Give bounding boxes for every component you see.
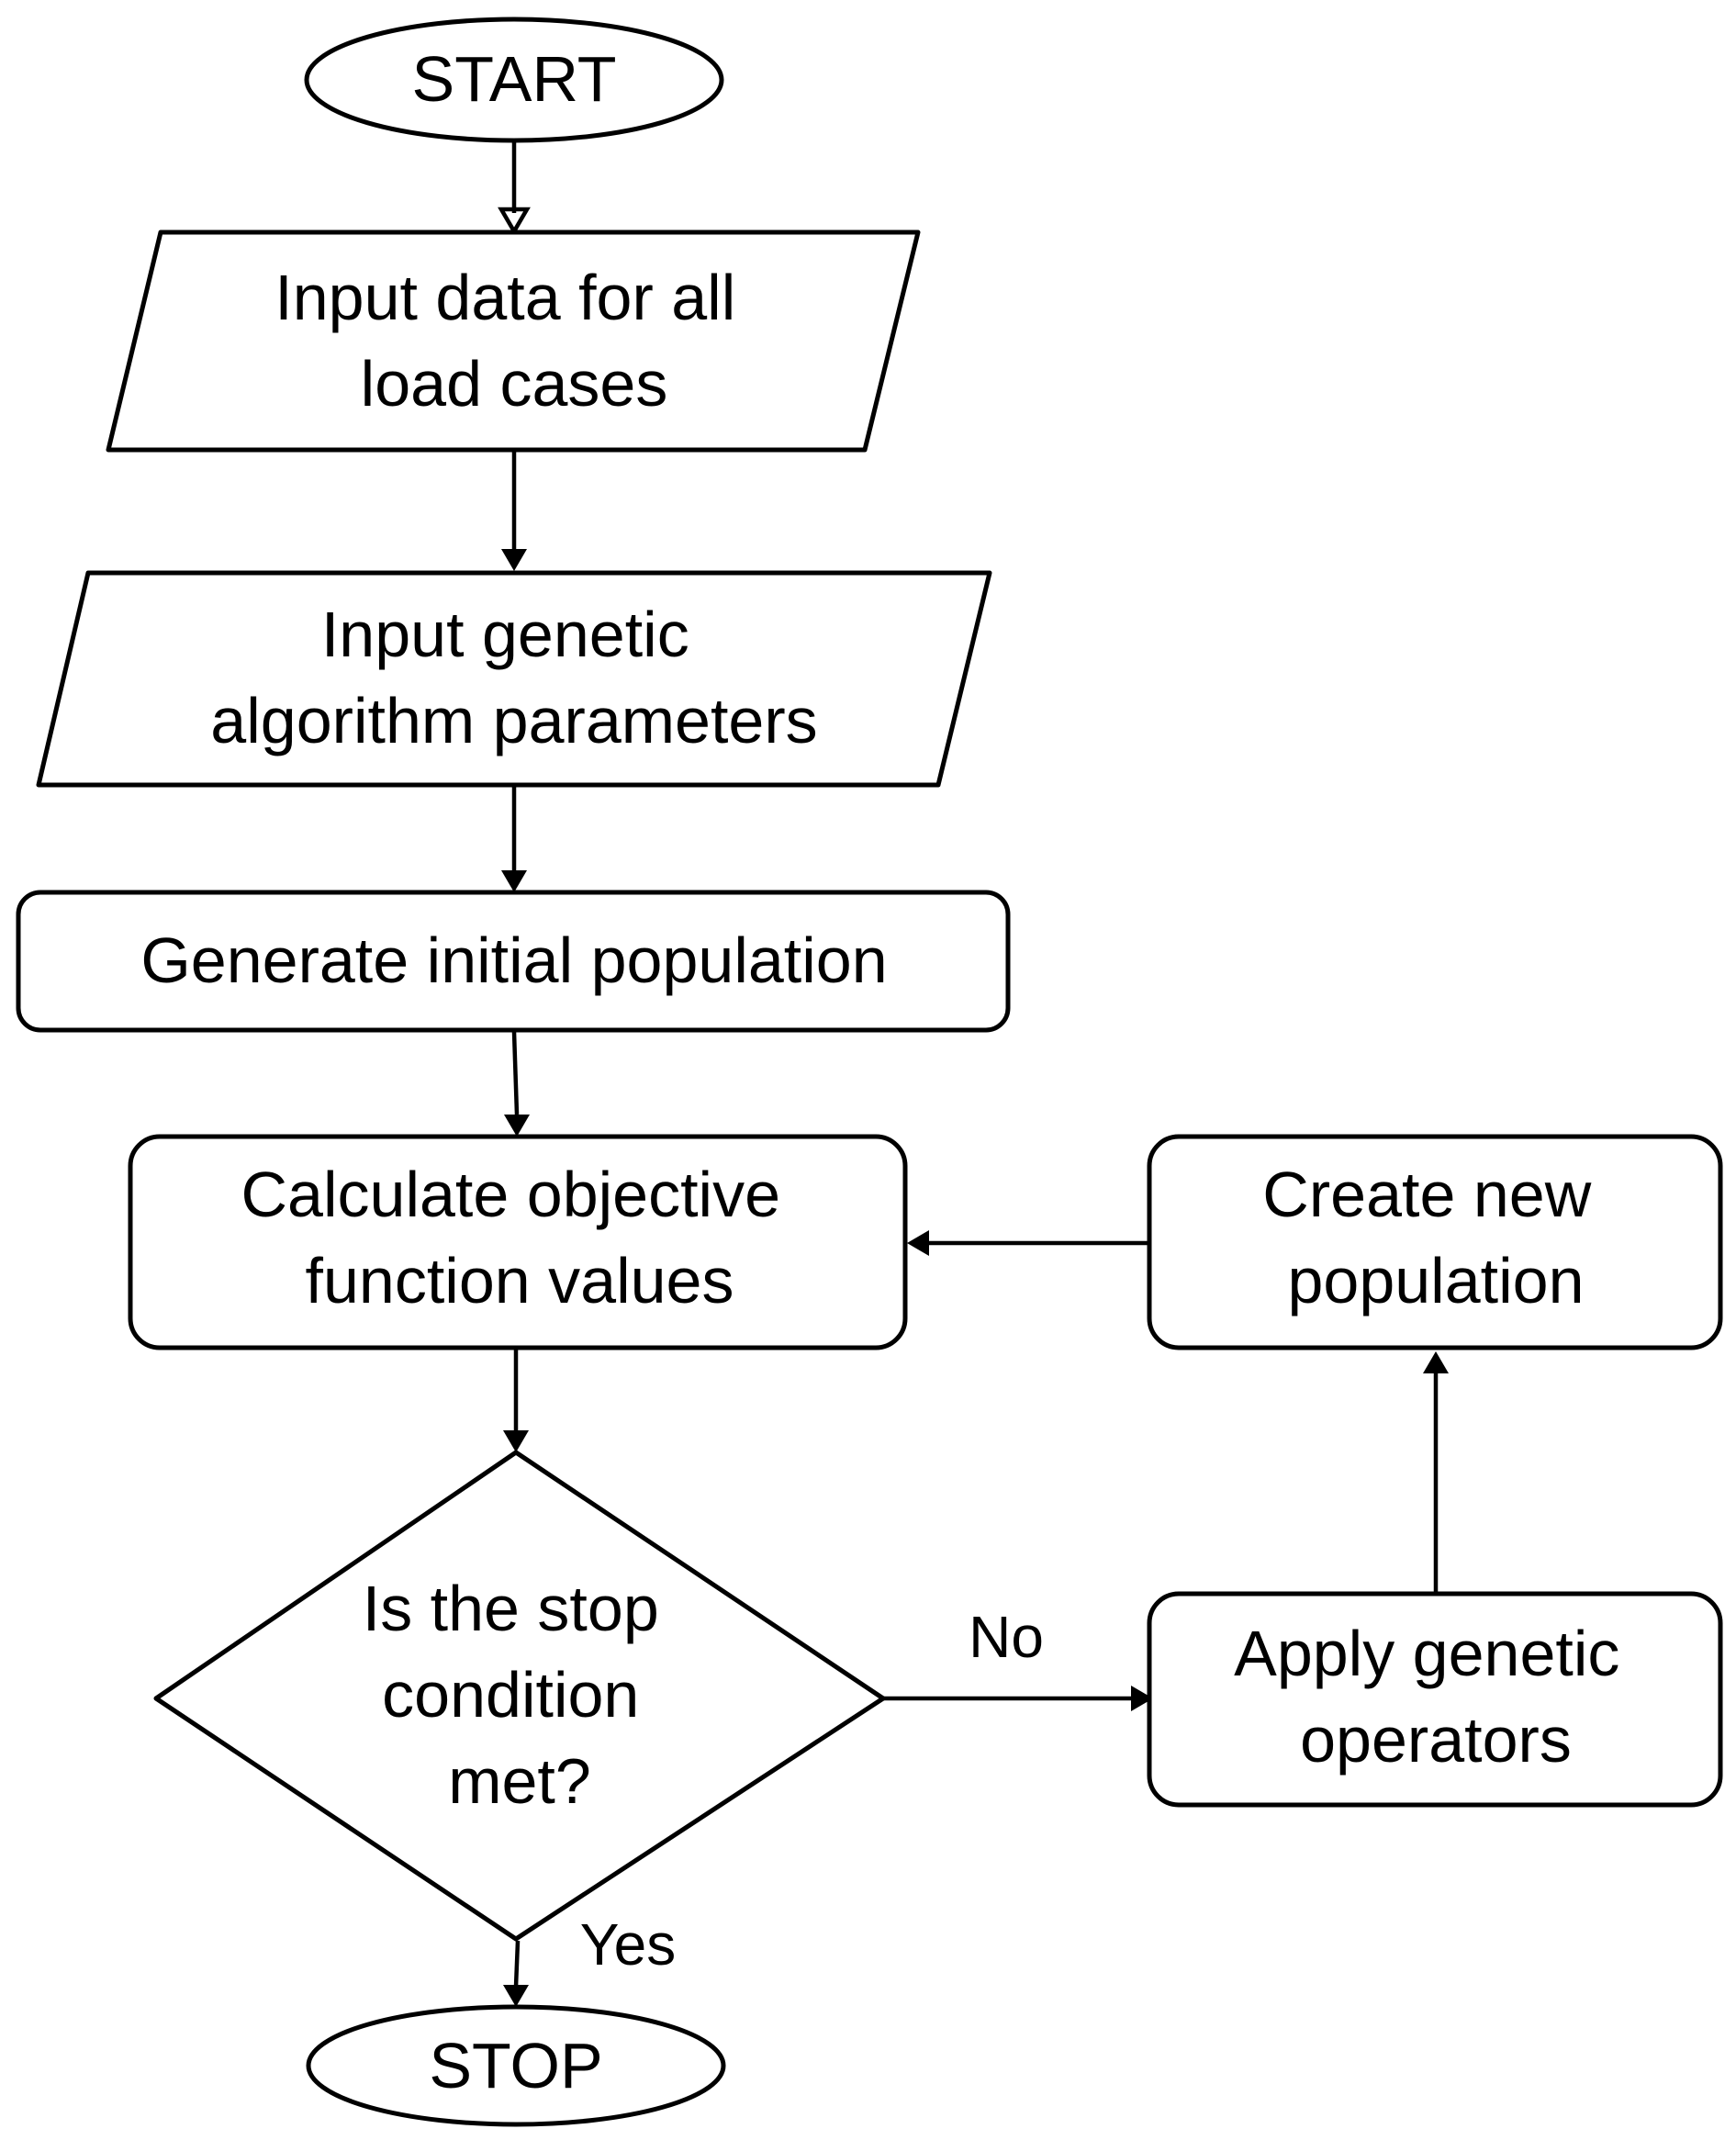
stop-condition-decision: Is the stop condition met? [153, 1450, 886, 1942]
calculate-objective-line-2: function values [306, 1245, 734, 1316]
input-load-cases-line-1: Input data for all [274, 262, 735, 333]
apply-operators-label: Apply genetic operators [1234, 1618, 1638, 1776]
create-population-label: Create new population [1262, 1159, 1608, 1316]
stop-label-line: STOP [429, 2030, 602, 2101]
arrow-decision-yes-to-stop [513, 1940, 521, 1988]
input-load-cases-line-2: load cases [361, 348, 668, 420]
calculate-objective-shape [128, 1134, 908, 1350]
arrowhead [503, 1985, 529, 2007]
stop-condition-label: Is the stop condition met? [363, 1573, 677, 1817]
arrowhead [1423, 1351, 1449, 1373]
stop-condition-line-1: Is the stop [363, 1573, 659, 1644]
calculate-objective-label: Calculate objective function values [241, 1159, 798, 1316]
calculate-objective-process: Calculate objective function values [128, 1134, 908, 1350]
generate-population-label: Generate initial population [140, 924, 887, 996]
generate-population-shape [16, 890, 1011, 1033]
arrowhead [504, 1115, 530, 1137]
create-population-process: Create new population [1147, 1134, 1723, 1350]
apply-operators-line-1: Apply genetic [1234, 1618, 1619, 1689]
generate-population-line-1: Generate initial population [140, 924, 887, 996]
create-population-line-1: Create new [1262, 1159, 1591, 1230]
arrowhead [501, 549, 527, 571]
stop-terminal-label: STOP [429, 2030, 602, 2101]
arrow-generate-to-calculate [511, 1031, 520, 1115]
apply-operators-line-2: operators [1300, 1704, 1572, 1776]
input-ga-params-line-2: algorithm parameters [210, 685, 817, 756]
stop-condition-line-3: met? [448, 1745, 591, 1817]
stop-terminal-shape [306, 2004, 726, 2127]
input-ga-params-line-1: Input genetic [321, 599, 689, 670]
start-terminal: START [304, 17, 724, 143]
start-terminal-shape [304, 17, 724, 143]
arrowhead [907, 1230, 929, 1256]
input-load-cases-io: Input data for all load cases [106, 230, 921, 453]
arrowhead [498, 207, 531, 236]
input-ga-params-shape [36, 570, 992, 788]
input-load-cases-label: Input data for all load cases [274, 262, 753, 420]
create-population-shape [1147, 1134, 1723, 1350]
create-population-line-2: population [1287, 1245, 1584, 1316]
edge-label-yes: Yes [580, 1911, 676, 1978]
apply-operators-process: Apply genetic operators [1147, 1591, 1723, 1808]
calculate-objective-line-1: Calculate objective [241, 1159, 780, 1230]
connectors [498, 142, 1449, 2007]
generate-population-process: Generate initial population [16, 890, 1011, 1033]
apply-operators-shape [1147, 1591, 1723, 1808]
stop-terminal: STOP [306, 2004, 726, 2127]
edge-label-no: No [969, 1604, 1044, 1670]
stop-condition-line-2: condition [382, 1659, 639, 1731]
arrowhead [503, 1430, 529, 1452]
arrowhead [1131, 1686, 1153, 1711]
stop-condition-shape [153, 1450, 886, 1942]
arrowhead [501, 870, 527, 892]
input-ga-params-io: Input genetic algorithm parameters [36, 570, 992, 788]
start-terminal-label: START [412, 43, 617, 115]
start-label-line: START [412, 43, 617, 115]
input-ga-params-label: Input genetic algorithm parameters [210, 599, 817, 756]
input-load-cases-shape [106, 230, 921, 453]
